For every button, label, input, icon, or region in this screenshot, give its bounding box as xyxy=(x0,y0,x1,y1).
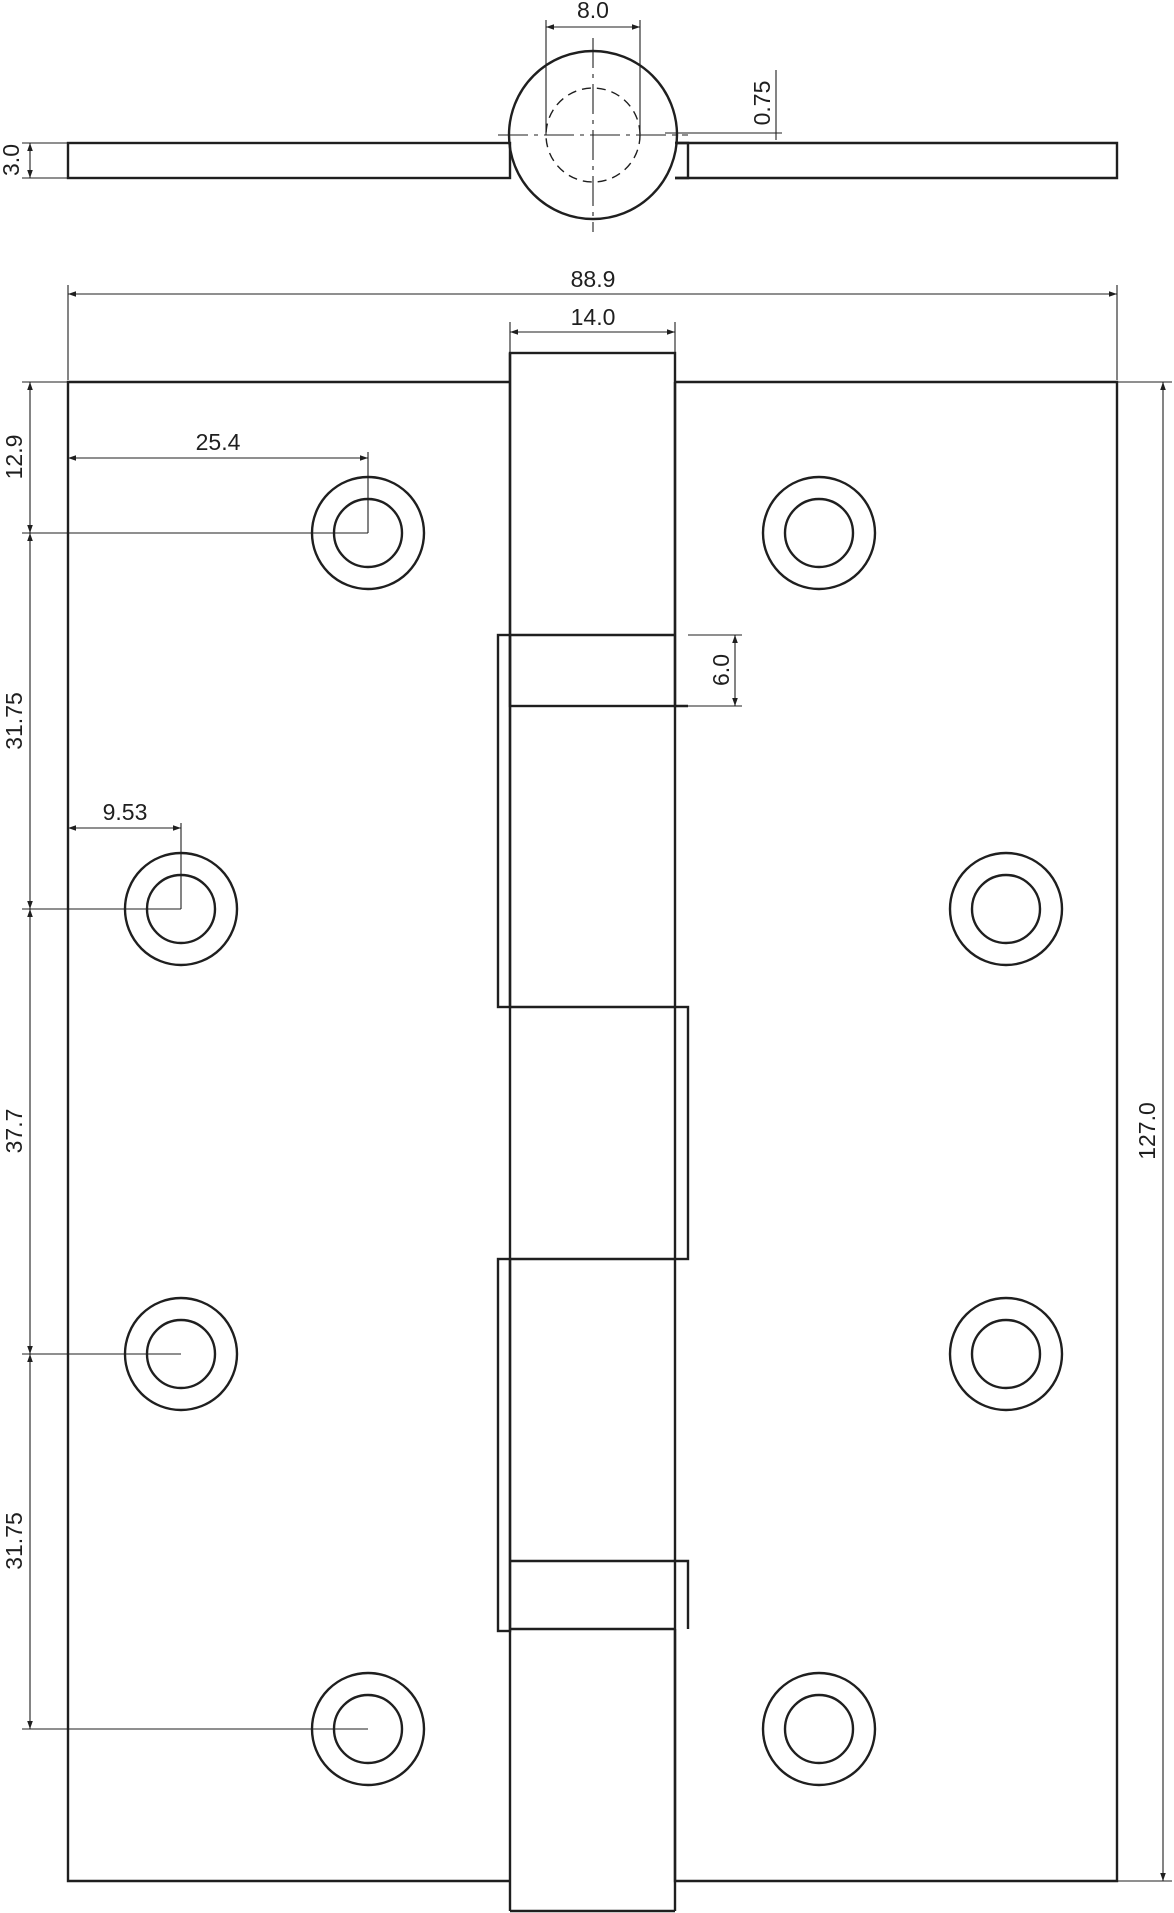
dim-hole-spacing-3: 31.75 xyxy=(1,1512,27,1570)
dim-hole-x-outer: 25.4 xyxy=(196,429,241,455)
screw-hole xyxy=(761,475,877,591)
dim-hole-spacing-1: 31.75 xyxy=(1,692,27,750)
top-view: 8.0 0.75 3.0 xyxy=(0,0,1119,232)
knuckle-top xyxy=(508,351,677,708)
dim-knuckle-width: 14.0 xyxy=(571,304,616,330)
knuckle-lower-middle xyxy=(673,1005,690,1261)
screw-hole xyxy=(948,851,1064,967)
knuckle-lower xyxy=(496,1257,512,1633)
screw-hole xyxy=(948,1296,1064,1412)
dim-knuckle-gap: 6.0 xyxy=(708,654,734,686)
top-view-left-leaf xyxy=(66,141,512,180)
top-view-leaf-lip xyxy=(675,141,690,180)
dim-hole-offset-top: 12.9 xyxy=(1,435,27,480)
knuckle-upper-middle xyxy=(496,633,512,1009)
left-leaf-outline xyxy=(66,380,510,1883)
dim-overall-height: 127.0 xyxy=(1134,1102,1160,1160)
dim-leaf-clearance: 0.75 xyxy=(749,81,775,126)
dim-pin-diameter: 8.0 xyxy=(577,0,609,23)
front-view: 88.9 14.0 127.0 6.0 25.4 9.53 12.9 xyxy=(1,266,1172,1913)
dim-overall-width: 88.9 xyxy=(571,266,616,292)
dim-hole-spacing-2: 37.7 xyxy=(1,1109,27,1154)
right-leaf-edge xyxy=(673,382,688,708)
top-view-right-leaf xyxy=(675,141,1119,180)
dim-hole-x-inner: 9.53 xyxy=(103,799,148,825)
screw-hole xyxy=(761,1671,877,1787)
right-leaf-outline xyxy=(673,380,1119,1883)
dim-leaf-thickness: 3.0 xyxy=(0,144,24,176)
